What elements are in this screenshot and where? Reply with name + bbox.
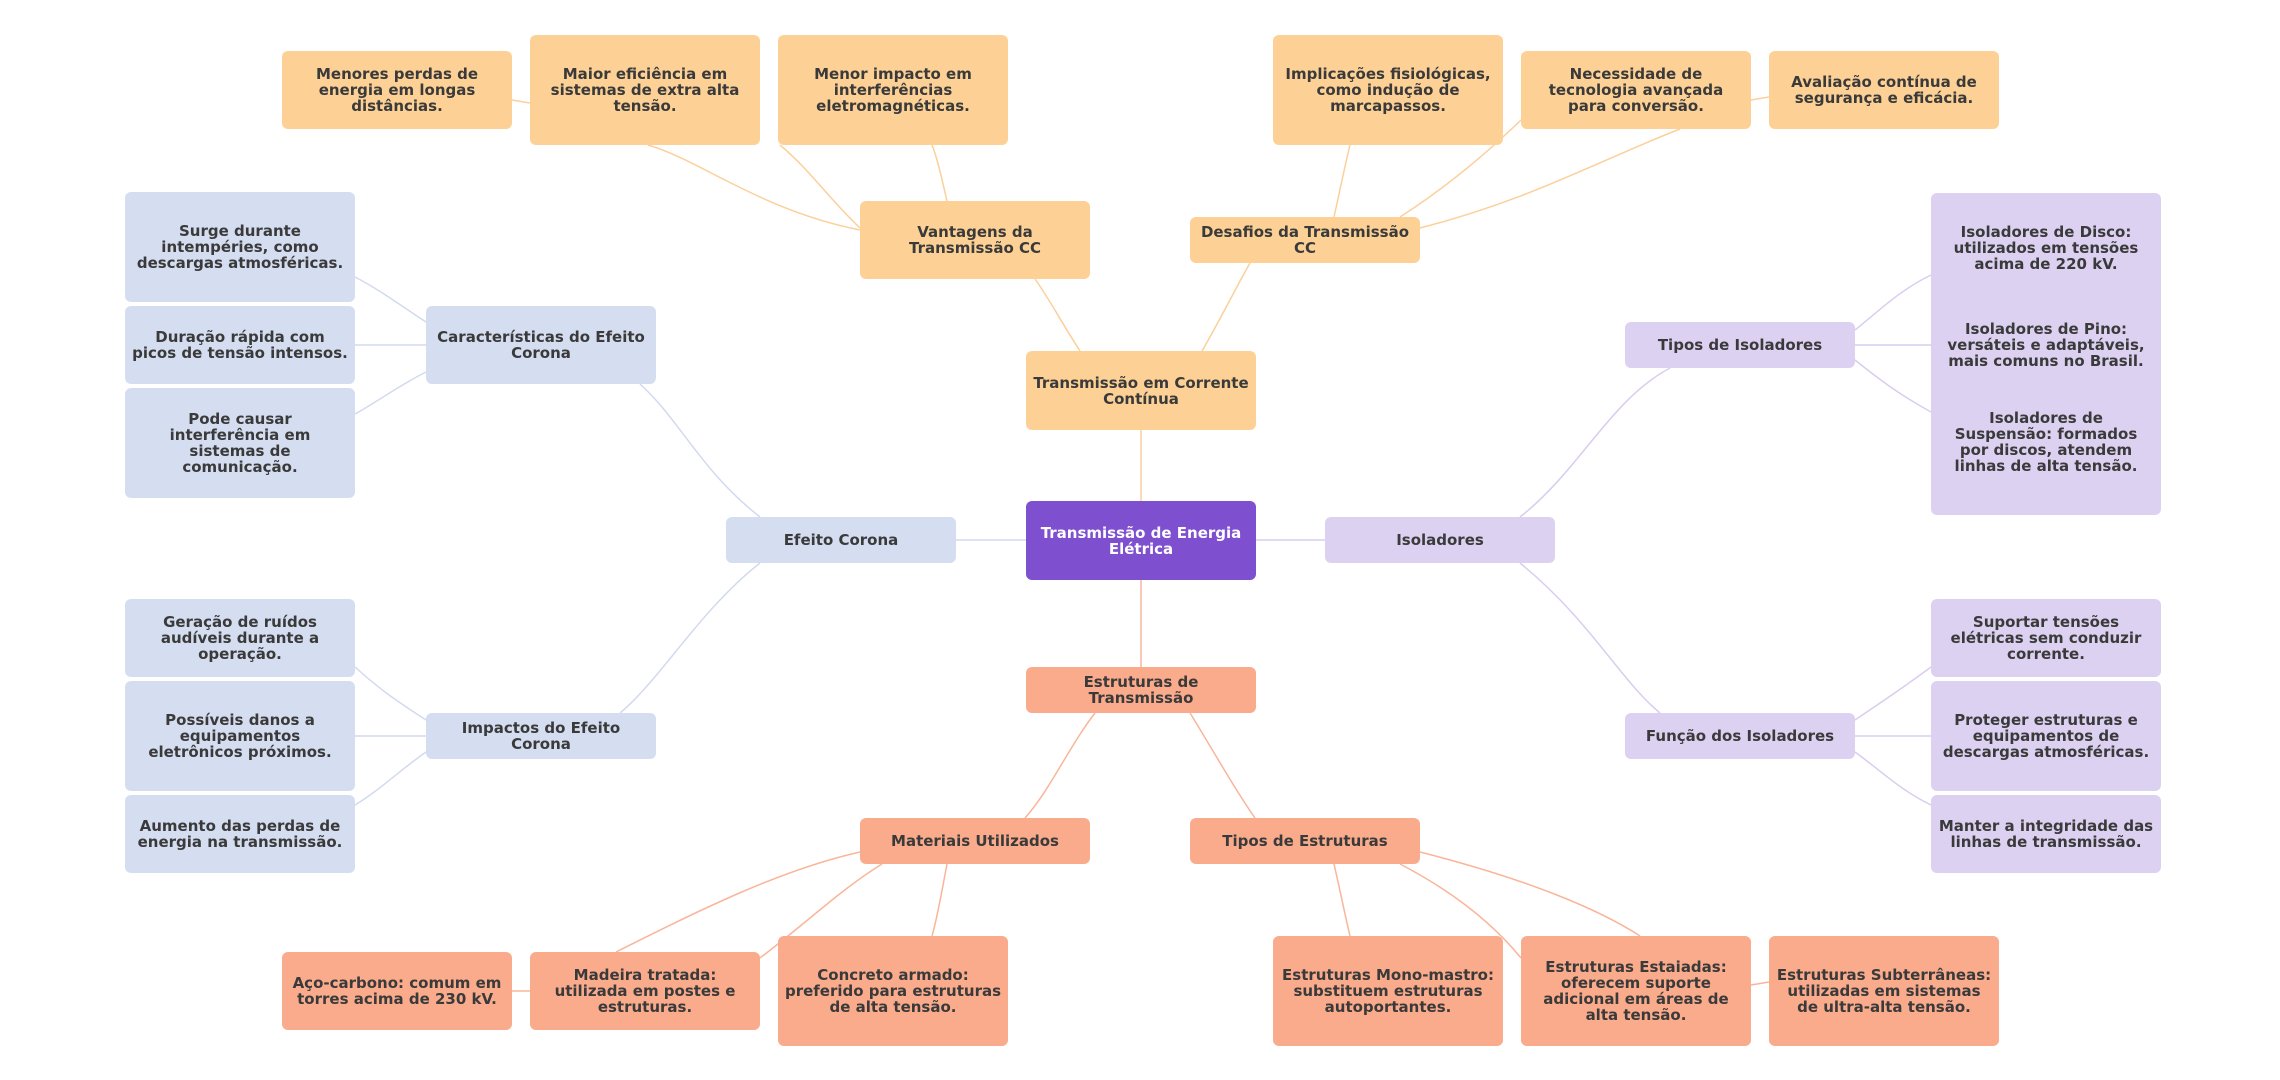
node-funcao-isoladores[interactable]: Função dos Isoladores [1625,713,1855,759]
node-tipos-estruturas[interactable]: Tipos de Estruturas [1190,818,1420,864]
node-tipos-isoladores[interactable]: Tipos de Isoladores [1625,322,1855,368]
node-funcao-proteger[interactable]: Proteger estruturas e equipamentos de de… [1931,681,2161,791]
connector-line [354,276,427,323]
connector-line [1854,274,1932,331]
connector-line [354,751,427,806]
node-estrutura-subterraneas[interactable]: Estruturas Subterrâneas: utilizadas em s… [1769,936,1999,1046]
node-isolador-disco[interactable]: Isoladores de Disco: utilizados em tensõ… [1953,223,2139,273]
connector-line [1333,863,1351,937]
node-desafio-tecnologia[interactable]: Necessidade de tecnologia avançada para … [1521,51,1751,129]
node-caracteristica-intemperies[interactable]: Surge durante intempéries, como descarga… [125,192,355,302]
node-estrutura-mono-mastro[interactable]: Estruturas Mono-mastro: substituem estru… [1273,936,1503,1046]
connector-line [1024,712,1096,819]
node-material-concreto[interactable]: Concreto armado: preferido para estrutur… [778,936,1008,1046]
node-vantagem-perdas[interactable]: Menores perdas de energia em longas dist… [282,51,512,129]
node-impacto-ruidos[interactable]: Geração de ruídos audíveis durante a ope… [125,599,355,677]
connector-line [1854,751,1932,806]
connector-line [1419,851,1641,937]
node-desafio-fisiologicas[interactable]: Implicações fisiológicas, como indução d… [1273,35,1503,145]
node-vantagens-cc[interactable]: Vantagens da Transmissão CC [860,201,1090,279]
node-desafio-avaliacao[interactable]: Avaliação contínua de segurança e eficác… [1769,51,1999,129]
node-vantagem-interferencias[interactable]: Menor impacto em interferências eletroma… [778,35,1008,145]
connector-line [1519,562,1661,714]
node-material-madeira[interactable]: Madeira tratada: utilizada em postes e e… [530,952,760,1030]
node-isoladores[interactable]: Isoladores [1325,517,1555,563]
root-node[interactable]: Transmissão de Energia Elétrica [1026,501,1256,580]
node-estruturas-transmissao[interactable]: Estruturas de Transmissão [1026,667,1256,713]
connector-line [1399,863,1522,959]
connector-line [647,144,861,231]
node-isolador-suspensao[interactable]: Isoladores de Suspensão: formados por di… [1954,409,2138,475]
node-funcao-integridade[interactable]: Manter a integridade das linhas de trans… [1931,795,2161,873]
connector-line [1034,278,1081,352]
tipos-isoladores-list: Isoladores de Disco: utilizados em tensõ… [1931,193,2161,515]
connector-line [1854,359,1932,413]
connector-line [931,863,948,937]
connector-line [779,144,861,229]
connector-line [759,863,883,959]
connector-line [639,383,761,518]
connector-line [1333,144,1351,218]
node-impactos-corona[interactable]: Impactos do Efeito Corona [426,713,656,759]
connector-line [354,371,427,415]
node-desafios-cc[interactable]: Desafios da Transmissão CC [1190,217,1420,263]
node-transmissao-cc[interactable]: Transmissão em Corrente Contínua [1026,351,1256,430]
node-estrutura-estaiadas[interactable]: Estruturas Estaiadas: oferecem suporte a… [1521,936,1751,1046]
node-isolador-pino[interactable]: Isoladores de Pino: versáteis e adaptáve… [1947,320,2145,370]
node-material-aco[interactable]: Aço-carbono: comum em torres acima de 23… [282,952,512,1030]
connector-line [1201,262,1251,352]
connector-line [511,99,531,104]
connector-line [1189,712,1256,819]
connector-line [1419,128,1681,229]
connector-line [1750,96,1770,101]
connector-line [931,144,948,202]
connector-line [1519,367,1671,518]
node-materiais-utilizados[interactable]: Materiais Utilizados [860,818,1090,864]
connector-line [615,851,861,953]
node-efeito-corona[interactable]: Efeito Corona [726,517,956,563]
node-funcao-suportar[interactable]: Suportar tensões elétricas sem conduzir … [1931,599,2161,677]
connector-line [354,666,427,721]
connector-line [1750,981,1770,986]
connector-line [1854,666,1932,721]
node-vantagem-eficiencia[interactable]: Maior eficiência em sistemas de extra al… [530,35,760,145]
node-caracteristica-picos[interactable]: Duração rápida com picos de tensão inten… [125,306,355,384]
node-impacto-perdas[interactable]: Aumento das perdas de energia na transmi… [125,795,355,873]
connector-line [1399,119,1522,218]
node-caracteristica-interferencia[interactable]: Pode causar interferência em sistemas de… [125,388,355,498]
node-caracteristicas-corona[interactable]: Características do Efeito Corona [426,306,656,384]
connector-line [619,562,761,714]
node-impacto-danos[interactable]: Possíveis danos a equipamentos eletrônic… [125,681,355,791]
